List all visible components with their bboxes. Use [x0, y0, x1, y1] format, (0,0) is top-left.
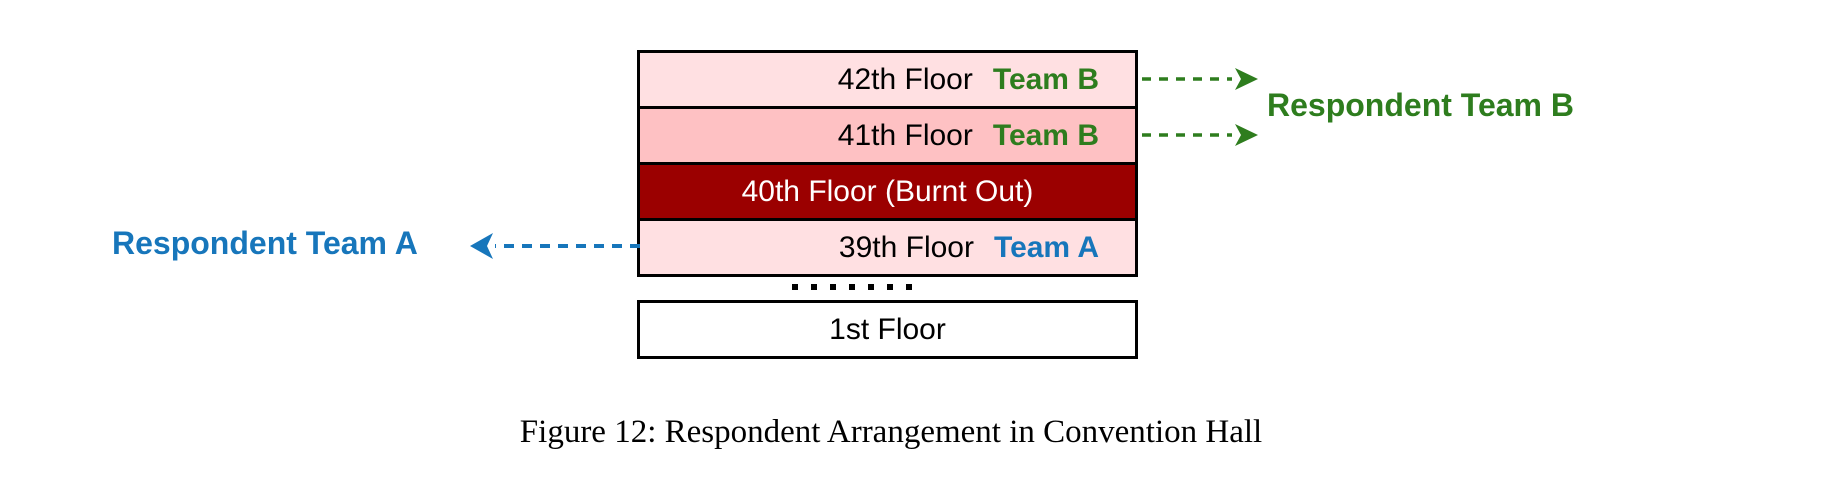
- floor-40-burnt-box: 40th Floor (Burnt Out): [637, 162, 1138, 221]
- floor-1-label: 1st Floor: [829, 312, 946, 346]
- floor-1-box: 1st Floor: [637, 300, 1138, 359]
- floor-39-label: 39th Floor: [838, 230, 974, 264]
- floors-ellipsis-dots: [792, 284, 912, 290]
- dashed-arrow-floor42-to-team-b-icon: [1142, 68, 1258, 90]
- floor-41-box: 41th Floor Team B: [637, 106, 1138, 165]
- floor-39-box: 39th Floor Team A: [637, 218, 1138, 277]
- floor-40-label: 40th Floor (Burnt Out): [741, 174, 1034, 208]
- floor-42-team-badge: Team B: [992, 62, 1099, 96]
- dashed-arrow-to-team-a-icon: [470, 233, 640, 259]
- floor-39-team-badge: Team A: [993, 230, 1099, 264]
- dashed-arrow-floor41-to-team-b-icon: [1142, 124, 1258, 146]
- floor-41-team-badge: Team B: [992, 118, 1099, 152]
- ellipsis-dot: [811, 284, 817, 290]
- ellipsis-dot: [906, 284, 912, 290]
- floor-42-box: 42th Floor Team B: [637, 50, 1138, 109]
- ellipsis-dot: [830, 284, 836, 290]
- respondent-team-b-label: Respondent Team B: [1267, 87, 1574, 123]
- ellipsis-dot: [792, 284, 798, 290]
- ellipsis-dot: [887, 284, 893, 290]
- respondent-team-a-label: Respondent Team A: [112, 225, 418, 261]
- ellipsis-dot: [868, 284, 874, 290]
- floor-41-label: 41th Floor: [837, 118, 973, 152]
- floor-42-label: 42th Floor: [837, 62, 973, 96]
- figure-caption: Figure 12: Respondent Arrangement in Con…: [519, 414, 1263, 450]
- ellipsis-dot: [849, 284, 855, 290]
